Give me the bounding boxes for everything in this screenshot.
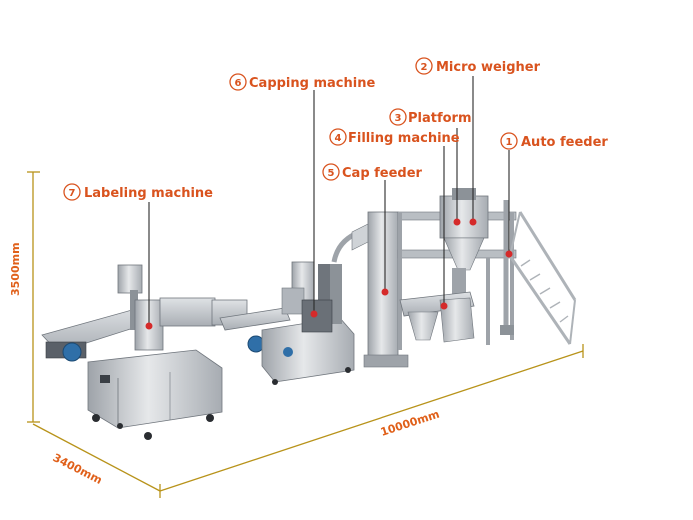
label-number: 6 — [235, 78, 242, 89]
length-dimension-label: 10000mm — [379, 408, 441, 439]
label-text: Filling machine — [348, 131, 460, 146]
label-text: Platform — [408, 111, 472, 126]
label-number: 7 — [69, 188, 76, 199]
number-badge — [415, 57, 433, 75]
pointer-lines — [148, 76, 510, 326]
label-number: 3 — [395, 113, 402, 124]
number-badge — [329, 128, 347, 146]
dot-capping-machine — [310, 310, 318, 318]
label-text: Capping machine — [249, 76, 375, 91]
number-badge — [229, 73, 247, 91]
label-cap-feeder: 5 Cap feeder — [322, 163, 423, 181]
depth-dimension-label: 3400mm — [51, 451, 105, 487]
dot-micro-weigher — [469, 218, 477, 226]
depth-dimension-line — [32, 423, 161, 492]
label-auto-feeder: 1 Auto feeder — [500, 132, 608, 150]
dot-platform — [453, 218, 461, 226]
number-badge — [63, 183, 81, 201]
label-filling-machine: 4 Filling machine — [329, 128, 460, 146]
label-number: 4 — [335, 133, 342, 144]
dot-labeling-machine — [145, 322, 153, 330]
length-dimension-line — [159, 350, 584, 492]
pointer-dots — [145, 218, 513, 330]
label-platform: 3 Platform — [389, 108, 472, 126]
label-text: Labeling machine — [84, 186, 213, 201]
dot-filling-machine — [440, 302, 448, 310]
transfer-conveyor — [219, 307, 291, 353]
dimension-lines — [27, 171, 584, 498]
label-labeling-machine: 7 Labeling machine — [63, 183, 213, 201]
number-badge — [500, 132, 518, 150]
cap-feeder-illustration — [351, 211, 409, 368]
labeling-machine-illustration — [41, 264, 248, 440]
label-micro-weigher: 2 Micro weigher — [415, 57, 541, 75]
label-text: Micro weigher — [436, 60, 541, 75]
number-badge — [389, 108, 407, 126]
number-badge — [322, 163, 340, 181]
auto-feeder-illustration — [500, 200, 577, 345]
label-number: 2 — [421, 62, 428, 73]
label-number: 1 — [506, 137, 513, 148]
label-text: Auto feeder — [521, 135, 608, 150]
label-capping-machine: 6 Capping machine — [229, 73, 375, 91]
label-number: 5 — [328, 168, 335, 179]
capping-machine-illustration — [261, 229, 361, 385]
label-text: Cap feeder — [342, 166, 423, 181]
dot-cap-feeder — [381, 288, 389, 296]
dot-auto-feeder — [505, 250, 513, 258]
height-dimension-label: 3500mm — [9, 242, 22, 296]
